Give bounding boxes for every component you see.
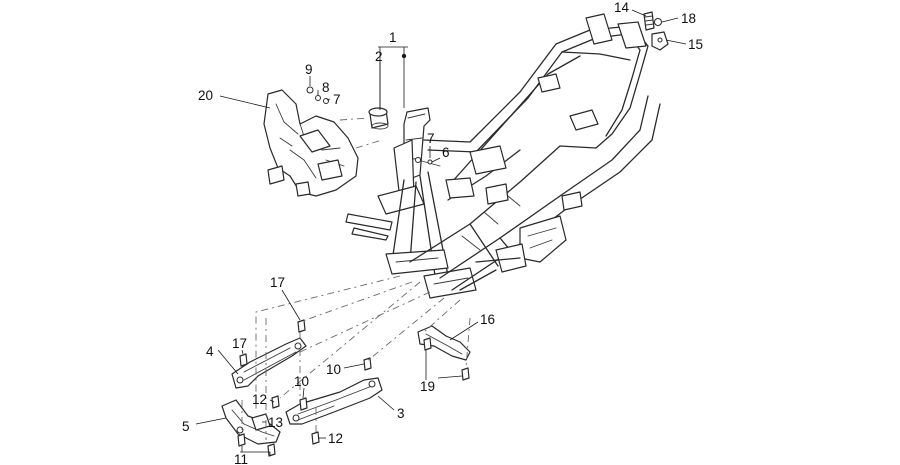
callout-5: 5 [182, 419, 190, 434]
callout-16: 16 [480, 312, 495, 327]
fasteners [237, 86, 470, 457]
callout-18: 18 [681, 11, 696, 26]
callout-8: 8 [322, 80, 330, 95]
callout-10-right: 10 [326, 362, 341, 377]
callout-12-upper: 12 [252, 392, 267, 407]
callout-9: 9 [305, 62, 313, 77]
callout-6: 6 [442, 145, 450, 160]
rear-hardware-14-15-18 [643, 11, 669, 51]
callout-7-upper: 7 [333, 92, 341, 107]
assembly-lines [241, 117, 471, 440]
callout-13: 13 [268, 415, 283, 430]
callout-7-mid: 7 [427, 131, 435, 146]
callout-3: 3 [397, 406, 405, 421]
block-part-13 [251, 413, 271, 431]
callout-2: 2 [375, 49, 383, 64]
callout-10-left: 10 [294, 374, 309, 389]
front-bracket-part-20 [263, 89, 359, 197]
callout-20: 20 [198, 88, 213, 103]
callout-17-upper: 17 [270, 275, 285, 290]
callout-19: 19 [420, 379, 435, 394]
footrest-bracket-part-5 [221, 399, 281, 445]
footrest-bracket-part-4 [231, 337, 307, 389]
callout-15: 15 [688, 37, 703, 52]
callout-labels: 1 2 3 4 5 6 7 7 8 9 10 10 11 12 12 13 14… [182, 0, 703, 465]
main-frame [345, 13, 661, 299]
callout-1: 1 [389, 30, 397, 45]
callout-14: 14 [614, 0, 630, 15]
callout-4: 4 [206, 344, 214, 359]
leader-lines [195, 9, 687, 456]
footrest-bar-part-3 [285, 377, 383, 425]
callout-12-lower: 12 [328, 431, 343, 446]
bushing-part-2 [368, 107, 389, 130]
callout-17-lower: 17 [232, 336, 247, 351]
callout-11: 11 [234, 452, 248, 465]
